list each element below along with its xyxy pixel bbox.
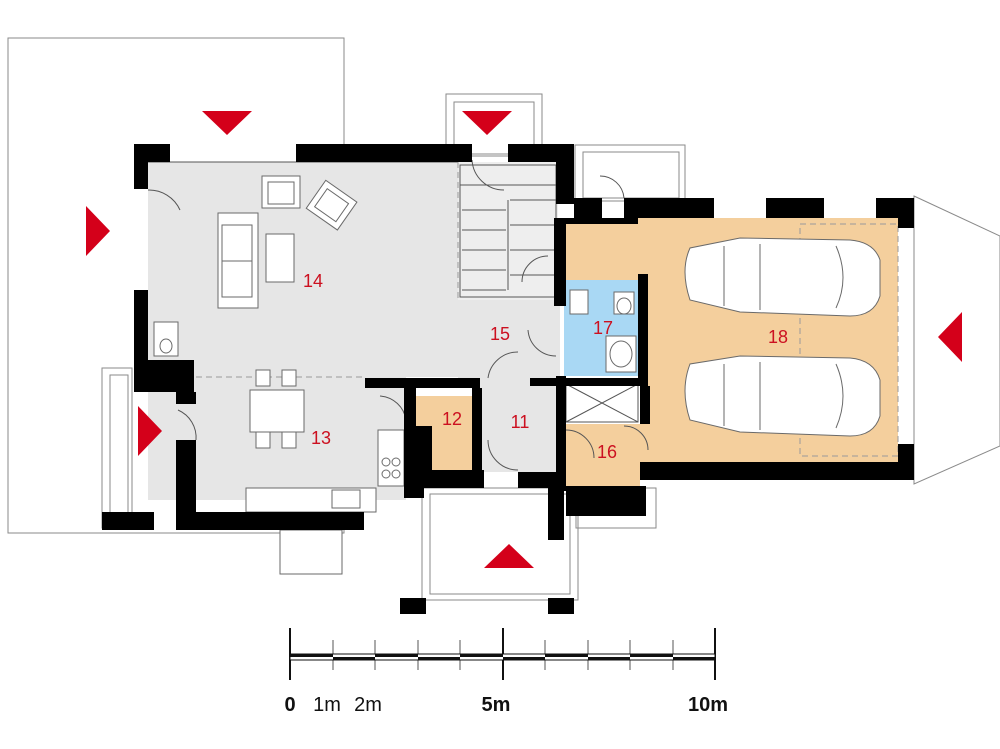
room-15-fill (458, 300, 560, 382)
scale-label-0: 0 (284, 694, 295, 716)
scale-label-2m: 2m (354, 694, 382, 716)
room-label-15: 15 (490, 324, 510, 344)
entrance-arrows (86, 111, 962, 568)
room-labels: 14 15 17 18 12 11 13 16 (303, 271, 788, 462)
room-label-12: 12 (442, 409, 462, 429)
scale-bar: 0 1m 2m 5m 10m (284, 628, 728, 716)
room-label-18: 18 (768, 327, 788, 347)
entrance-arrow-left-lower (138, 406, 162, 456)
entrance-arrow-right (938, 312, 962, 362)
room-label-17: 17 (593, 318, 613, 338)
furniture (153, 175, 637, 575)
room-label-11: 11 (511, 412, 530, 432)
scale-label-10m: 10m (688, 694, 728, 716)
room-16-fill (564, 424, 640, 486)
cars (684, 237, 881, 437)
scale-label-1m: 1m (313, 694, 341, 716)
entrance-arrow-top-left (202, 111, 252, 135)
car-top (684, 237, 881, 317)
room-14-fill (148, 162, 458, 377)
car-bottom (684, 355, 881, 437)
room-label-13: 13 (311, 428, 331, 448)
walls (102, 144, 914, 614)
scale-label-5m: 5m (482, 694, 511, 716)
room-label-14: 14 (303, 271, 323, 291)
entrance-arrow-top-center (462, 111, 512, 135)
entrance-arrow-bottom (484, 544, 534, 568)
entrance-arrow-left (86, 206, 110, 256)
room-label-16: 16 (597, 442, 617, 462)
